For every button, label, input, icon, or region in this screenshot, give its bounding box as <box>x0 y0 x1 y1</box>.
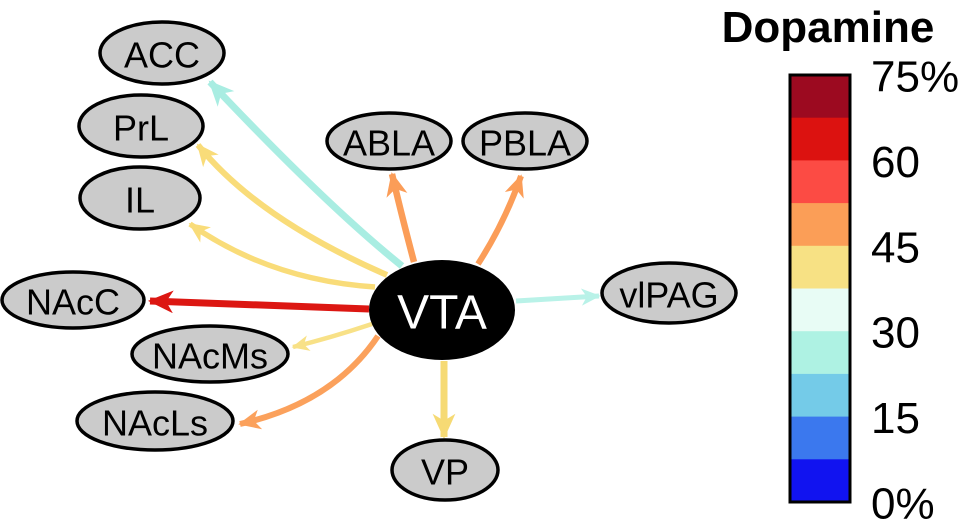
node-label-abla: ABLA <box>343 123 435 164</box>
edge-arrow-vta-to-prl <box>195 143 389 278</box>
colorbar-segment-0 <box>790 75 850 119</box>
node-abla: ABLA <box>325 111 453 171</box>
colorbar-segment-6 <box>790 331 850 375</box>
node-label-nacls: NAcLs <box>102 403 208 444</box>
node-label-vp: VP <box>421 452 469 493</box>
node-ellipse-prl <box>77 93 205 159</box>
colorbar-segment-2 <box>790 160 850 204</box>
node-label-acc: ACC <box>124 35 200 76</box>
node-label-pbla: PBLA <box>479 123 571 164</box>
node-vp: VP <box>390 438 500 502</box>
node-pbla: PBLA <box>461 111 589 171</box>
node-ellipse-nacls <box>75 390 235 452</box>
colorbar: 75% 60 45 30 15 0% Dopamine <box>722 3 959 520</box>
node-vta: VTA <box>369 260 515 360</box>
node-ellipse-il <box>78 165 202 231</box>
colorbar-tick-label-3: 30 <box>871 309 920 358</box>
colorbar-tick-label-4: 15 <box>871 394 920 443</box>
node-label-nacms: NAcMs <box>152 336 268 377</box>
colorbar-title: Dopamine <box>722 3 935 52</box>
colorbar-tick-label-2: 45 <box>871 223 920 272</box>
colorbar-segment-4 <box>790 245 850 290</box>
projection-edges <box>147 79 601 440</box>
edge-arrow-vta-to-nacc <box>147 290 370 314</box>
colorbar-segment-1 <box>790 117 850 161</box>
node-ellipse-abla <box>325 111 453 171</box>
node-ellipse-acc <box>98 20 226 86</box>
colorbar-segment-5 <box>790 288 850 332</box>
node-vlpag: vlPAG <box>600 261 738 325</box>
colorbar-tick-label-0: 75% <box>871 53 959 102</box>
colorbar-segment-7 <box>790 373 850 418</box>
node-ellipse-vlpag <box>600 261 738 325</box>
colorbar-segment-8 <box>790 416 850 460</box>
node-label-prl: PrL <box>113 108 169 149</box>
colorbar-border <box>788 73 852 504</box>
node-nacms: NAcMs <box>130 324 290 384</box>
edge-arrow-vta-to-nacms <box>291 321 373 351</box>
edge-arrow-vta-to-nacls <box>238 334 381 430</box>
colorbar-segment-9 <box>790 459 850 503</box>
node-il: IL <box>78 165 202 231</box>
node-label-vlpag: vlPAG <box>619 275 718 316</box>
colorbar-tick-label-5: 0% <box>871 480 935 520</box>
edge-arrow-vta-to-il <box>188 221 376 290</box>
node-label-vta: VTA <box>397 287 487 340</box>
node-label-il: IL <box>125 180 155 221</box>
node-ellipse-vp <box>390 438 500 502</box>
node-ellipse-pbla <box>461 111 589 171</box>
colorbar-segment-3 <box>790 203 850 247</box>
edge-arrow-vta-to-pbla <box>475 174 524 266</box>
node-nacc: NAcC <box>0 270 146 330</box>
node-ellipse-nacc <box>0 270 146 330</box>
edge-arrow-vta-to-vlpag <box>515 288 601 306</box>
node-nacls: NAcLs <box>75 390 235 452</box>
edge-arrow-vta-to-abla <box>386 172 418 263</box>
colorbar-tick-label-1: 60 <box>871 138 920 187</box>
edge-arrow-vta-to-acc <box>207 79 405 269</box>
node-ellipse-vta <box>369 260 515 360</box>
node-acc: ACC <box>98 20 226 86</box>
node-ellipse-nacms <box>130 324 290 384</box>
node-label-nacc: NAcC <box>26 282 120 323</box>
node-prl: PrL <box>77 93 205 159</box>
